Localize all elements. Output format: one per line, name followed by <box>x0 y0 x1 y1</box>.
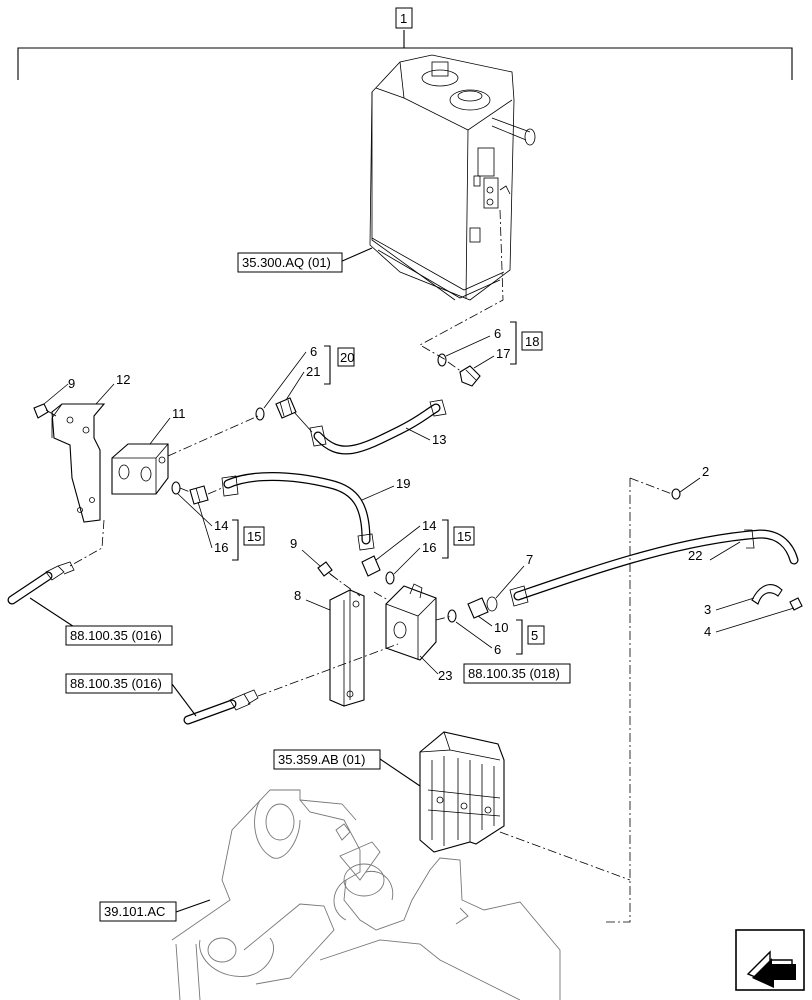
svg-text:7: 7 <box>526 552 533 567</box>
svg-text:88.100.35 (016): 88.100.35 (016) <box>70 628 162 643</box>
svg-text:6: 6 <box>494 642 501 657</box>
hose-19 <box>221 472 375 551</box>
fitting-16-left <box>189 485 209 505</box>
svg-text:6: 6 <box>310 344 317 359</box>
oring-6-center <box>447 609 457 623</box>
svg-text:14: 14 <box>214 518 228 533</box>
part-labels: 9 12 11 6 21 6 17 13 19 14 16 14 16 9 2 … <box>43 326 795 683</box>
oring-16-center <box>385 571 395 585</box>
ref-tank[interactable]: 35.300.AQ (01) <box>237 252 343 273</box>
ref-block[interactable]: 88.100.35 (018) <box>463 663 571 684</box>
svg-text:88.100.35 (016): 88.100.35 (016) <box>70 676 162 691</box>
hose-left-bottom <box>183 689 259 725</box>
oring-14-left <box>171 481 181 495</box>
fitting-17 <box>459 365 481 387</box>
clamp-3 <box>751 584 783 605</box>
svg-text:15: 15 <box>247 529 261 544</box>
svg-text:20: 20 <box>340 350 354 365</box>
svg-text:5: 5 <box>531 628 538 643</box>
hose-13 <box>293 399 447 455</box>
svg-text:35.359.AB (01): 35.359.AB (01) <box>278 752 365 767</box>
bracket-12 <box>51 403 106 523</box>
svg-text:15: 15 <box>457 529 471 544</box>
ref-valve[interactable]: 35.359.AB (01) <box>273 749 421 787</box>
bracket-8 <box>329 589 365 707</box>
svg-text:17: 17 <box>496 346 510 361</box>
svg-text:23: 23 <box>438 668 452 683</box>
fitting-10 <box>467 596 498 619</box>
control-valve <box>419 731 505 853</box>
loader-frame <box>171 789 561 1000</box>
assembly-number: 1 <box>400 11 407 26</box>
hose-22 <box>509 529 799 607</box>
block-23 <box>385 583 437 661</box>
kit-5: 5 <box>516 619 545 655</box>
svg-text:35.300.AQ (01): 35.300.AQ (01) <box>242 255 331 270</box>
svg-text:19: 19 <box>396 476 410 491</box>
oring-2 <box>671 488 681 500</box>
svg-text:9: 9 <box>68 376 75 391</box>
svg-text:39.101.AC: 39.101.AC <box>104 904 165 919</box>
ref-frame[interactable]: 39.101.AC <box>99 899 211 922</box>
kit-20: 20 <box>324 345 355 385</box>
svg-text:16: 16 <box>214 540 228 555</box>
svg-text:13: 13 <box>432 432 446 447</box>
svg-text:14: 14 <box>422 518 436 533</box>
ref-hose-left-top[interactable]: 88.100.35 (016) <box>29 597 173 646</box>
svg-text:8: 8 <box>294 588 301 603</box>
fitting-14-center <box>361 555 381 577</box>
svg-text:2: 2 <box>702 464 709 479</box>
ref-hose-left-bottom[interactable]: 88.100.35 (016) <box>65 673 197 717</box>
svg-text:88.100.35 (018): 88.100.35 (018) <box>468 666 560 681</box>
svg-text:18: 18 <box>525 334 539 349</box>
svg-text:6: 6 <box>494 326 501 341</box>
oring-6-right <box>437 353 447 367</box>
kit-15-center: 15 <box>442 519 475 559</box>
bolt-4 <box>789 597 803 611</box>
hydraulic-tank <box>369 54 536 301</box>
kit-18: 18 <box>510 321 543 365</box>
svg-text:16: 16 <box>422 540 436 555</box>
svg-text:3: 3 <box>704 602 711 617</box>
assembly-bracket: 1 <box>17 7 793 80</box>
block-11 <box>111 443 169 495</box>
bolt-9-left <box>33 403 57 419</box>
svg-text:11: 11 <box>172 406 186 421</box>
oring-6-top <box>255 407 265 421</box>
svg-text:10: 10 <box>494 620 508 635</box>
kit-15-left: 15 <box>232 519 265 561</box>
svg-text:21: 21 <box>306 364 320 379</box>
svg-text:9: 9 <box>290 536 297 551</box>
svg-text:12: 12 <box>116 372 130 387</box>
svg-text:22: 22 <box>688 548 702 563</box>
svg-text:4: 4 <box>704 624 711 639</box>
arrow-navigation-icon[interactable] <box>735 929 805 991</box>
hose-left-top <box>7 561 75 605</box>
fitting-21 <box>275 397 297 419</box>
